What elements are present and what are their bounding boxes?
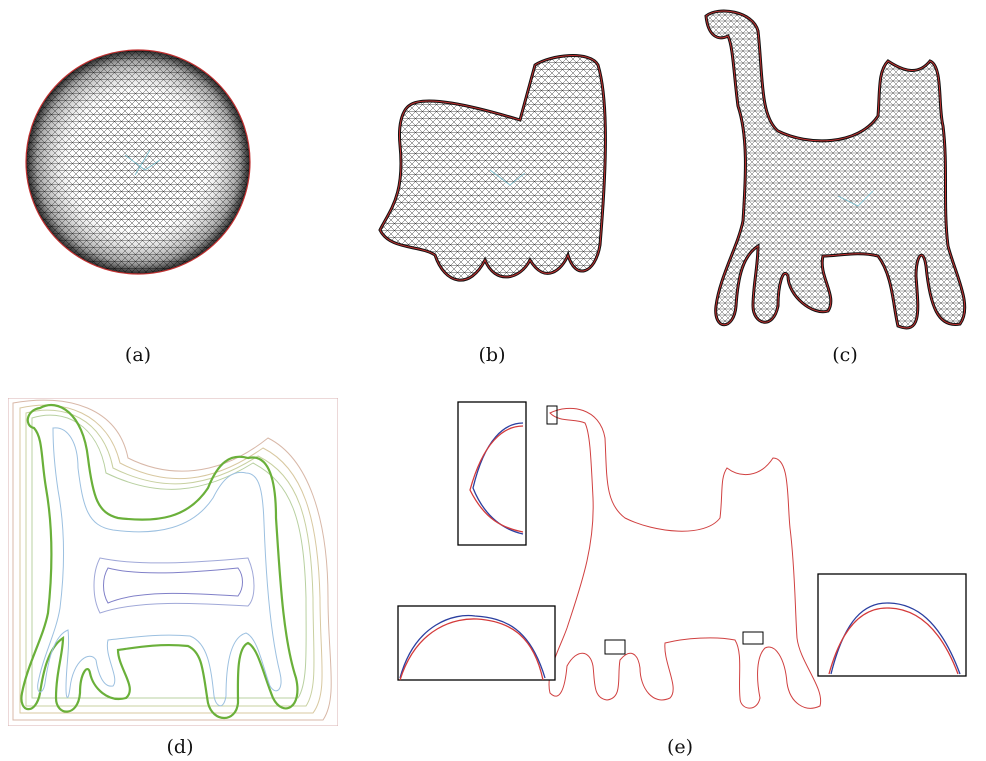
caption-a: (a) (124, 344, 152, 366)
panel-d (8, 398, 338, 726)
caption-b: (b) (478, 344, 506, 366)
marker-box-tail (546, 405, 558, 425)
caption-c: (c) (832, 344, 858, 366)
panel-b (370, 45, 620, 300)
marker-box-left-paw (604, 639, 626, 655)
inset-tail (457, 401, 527, 546)
boundary-comparison-figure (397, 401, 967, 709)
panel-e (395, 398, 970, 718)
inset-left-paw (397, 605, 556, 681)
circle-mesh-figure (25, 49, 251, 275)
cat-mesh-figure (704, 9, 967, 330)
level-set-contour-figure (8, 398, 338, 726)
panel-a (20, 20, 260, 290)
caption-d: (d) (166, 736, 194, 758)
panel-c (698, 6, 968, 336)
caption-e: (e) (666, 736, 694, 758)
deformed-mesh-figure (378, 54, 607, 282)
marker-box-right-paw (742, 631, 764, 645)
inset-right-paw (817, 573, 967, 677)
